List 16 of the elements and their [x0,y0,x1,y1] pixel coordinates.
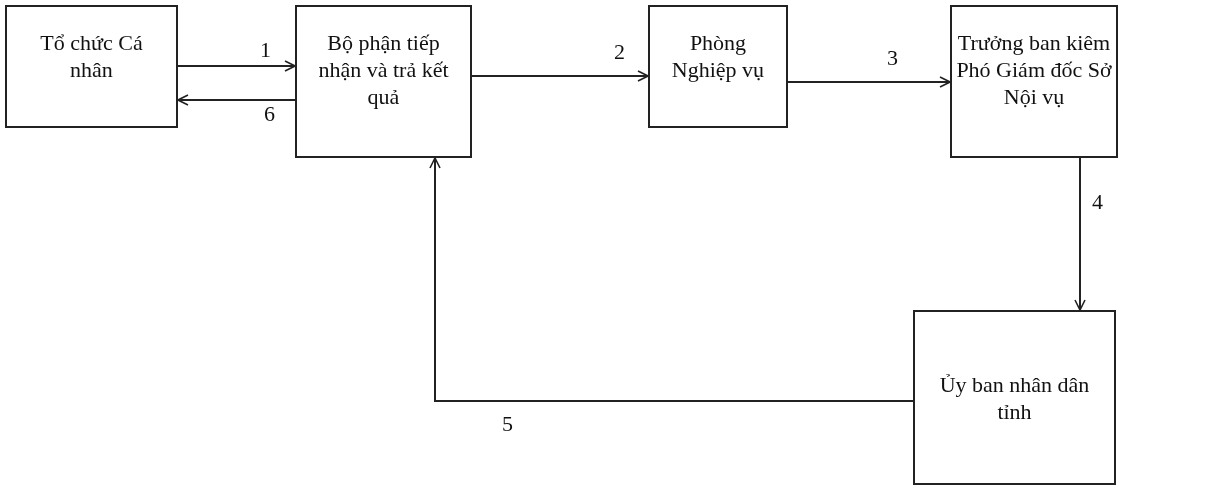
arrow [429,157,914,402]
box-label: Ủy ban nhân dân tỉnh [938,370,1091,425]
process-box [5,5,178,128]
arrow [177,94,296,106]
box-label: Trưởng ban kiêm Phó Giám đốc Sở Nội vụ [955,29,1113,110]
box-label: Bộ phận tiếp nhận và trả kết quả [317,29,450,110]
arrow [787,76,951,88]
arrow [177,60,296,72]
process-box [648,5,788,128]
box-label: Phòng Nghiệp vụ [670,29,766,83]
box-label: Tổ chức Cá nhân [39,29,144,83]
process-box [950,5,1118,158]
arrow [471,70,649,82]
process-box [295,5,472,158]
process-box [913,310,1116,485]
arrow [1074,157,1086,311]
